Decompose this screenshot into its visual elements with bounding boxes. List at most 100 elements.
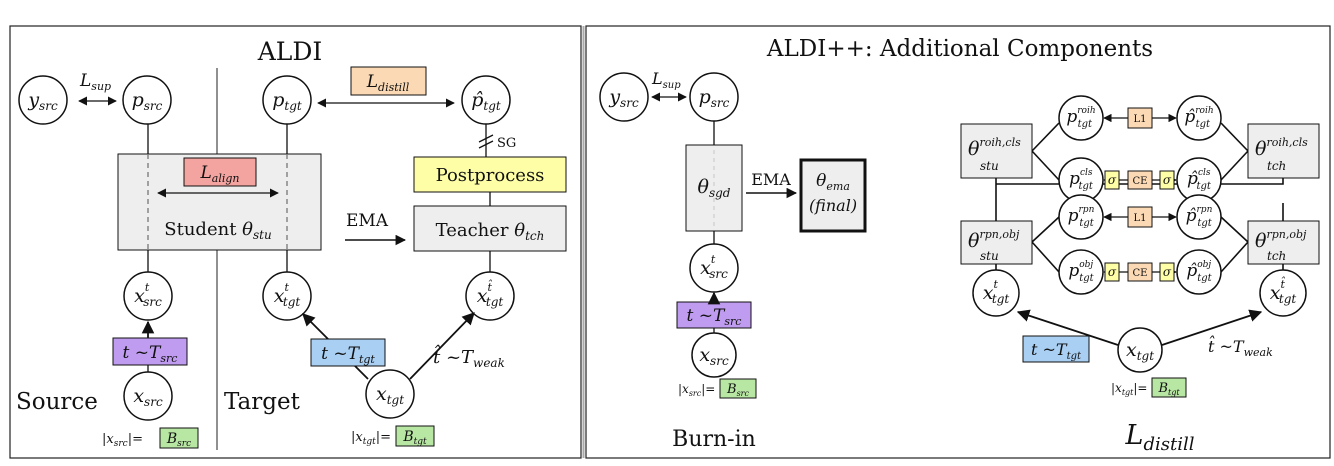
- distill-aug-tgt-box: t ~Ttgt: [1022, 335, 1090, 363]
- svg-text:θrpn,obj: θrpn,obj: [968, 228, 1020, 252]
- node-y-src: ysrc: [18, 75, 68, 125]
- distill-aug-weak-label: t̂ ~Tweak: [1208, 336, 1273, 359]
- svg-text:θroih,cls: θroih,cls: [1255, 136, 1308, 160]
- aug-weak-label: t̂ ~Tweak: [433, 343, 505, 370]
- theta-stu-rpn-box: θrpn,obj stu: [960, 220, 1033, 265]
- svg-text:θrpn,obj: θrpn,obj: [1255, 228, 1307, 252]
- aug-src-box: t ~Tsrc: [112, 337, 188, 366]
- batch-tgt-label: |xtgt|= Btgt: [351, 425, 435, 447]
- svg-text:|xtgt|=: |xtgt|=: [351, 430, 391, 447]
- theta-stu-roih-box: θroih,cls stu: [960, 123, 1033, 179]
- ldistill-loss-box: Ldistill: [350, 66, 427, 96]
- svg-text:θsgd: θsgd: [698, 176, 731, 200]
- svg-text:xt̂tgt: xt̂tgt: [477, 280, 504, 309]
- svg-text:CE: CE: [1133, 176, 1148, 187]
- node-p-hat-tgt: p̂tgt: [461, 75, 511, 125]
- distill-title: Ldistill: [1125, 420, 1195, 455]
- sigma-cls-right: σ: [1159, 170, 1175, 190]
- xtgt-to-xthat-arrow: [409, 312, 475, 380]
- aldipp-panel-frame: [585, 25, 1331, 459]
- distill-node-x-that: xt̂tgt: [1259, 269, 1307, 317]
- sg-label: SG: [497, 136, 516, 151]
- burnin-node-x: xsrc: [691, 332, 737, 378]
- sigma-cls-left: σ: [1104, 170, 1120, 190]
- node-p-src: psrc: [122, 75, 172, 125]
- aldi-panel-frame: [9, 25, 582, 459]
- svg-text:psrc: psrc: [699, 86, 730, 110]
- lsup-label: Lsup: [78, 71, 117, 106]
- burnin-lsup: Lsup: [651, 69, 687, 102]
- svg-text:|xtgt|=: |xtgt|=: [1111, 381, 1147, 397]
- svg-text:σ: σ: [1163, 173, 1172, 187]
- svg-text:xtgt: xtgt: [1126, 339, 1154, 363]
- svg-text:Lsup: Lsup: [79, 71, 111, 93]
- svg-text:L1: L1: [1133, 114, 1146, 125]
- svg-text:|xsrc|=: |xsrc|=: [678, 382, 715, 398]
- teacher-box: Teacher θtch: [413, 205, 567, 252]
- svg-text:Ldistill: Ldistill: [366, 72, 410, 94]
- svg-text:Bsrc: Bsrc: [726, 382, 749, 398]
- ema-label: EMA: [346, 211, 389, 231]
- l1-rpn-box: L1: [1127, 206, 1153, 228]
- svg-text:CE: CE: [1133, 268, 1148, 279]
- sigma-obj-right: σ: [1159, 262, 1175, 282]
- svg-text:t ~Tsrc: t ~Tsrc: [687, 306, 742, 328]
- sg-tick-a: [478, 134, 494, 143]
- svg-text:psrc: psrc: [132, 89, 163, 113]
- ce-cls-box: CE: [1127, 170, 1153, 190]
- svg-text:xsrc: xsrc: [133, 385, 163, 409]
- burnin-node-p: psrc: [689, 72, 739, 122]
- svg-text:σ: σ: [1108, 265, 1117, 279]
- svg-text:|xsrc|=: |xsrc|=: [102, 432, 143, 449]
- l1-roih-box: L1: [1127, 107, 1153, 129]
- svg-text:tch: tch: [1267, 159, 1286, 173]
- sigma-obj-left: σ: [1104, 262, 1120, 282]
- postprocess-box: Postprocess: [413, 156, 567, 193]
- burnin-theta-ema-box: θema (final): [799, 158, 867, 233]
- node-p-tgt: ptgt: [262, 75, 312, 125]
- svg-text:xt̂tgt: xt̂tgt: [1270, 277, 1297, 306]
- distill-node-x: xtgt: [1117, 327, 1163, 373]
- svg-text:Postprocess: Postprocess: [436, 165, 545, 186]
- burnin-batch-label: |xsrc|= Bsrc: [678, 378, 757, 399]
- burnin-theta-sgd-box: θsgd: [685, 144, 743, 232]
- svg-text:ptgt: ptgt: [272, 89, 302, 113]
- aldipp-title: ALDI++: Additional Components: [766, 36, 1153, 62]
- svg-text:Bsrc: Bsrc: [166, 431, 191, 449]
- svg-text:xtgt: xtgt: [376, 383, 404, 407]
- aug-tgt-box: t ~Ttgt: [310, 338, 386, 367]
- svg-text:t ~Ttgt: t ~Ttgt: [321, 344, 375, 366]
- svg-text:Lsup: Lsup: [651, 69, 681, 91]
- svg-text:Teacher θtch: Teacher θtch: [436, 220, 545, 243]
- batch-src-label: |xsrc|= Bsrc: [102, 427, 199, 449]
- burnin-aug-box: t ~Tsrc: [676, 301, 752, 329]
- theta-tch-roih-box: θroih,cls tch: [1247, 123, 1320, 179]
- svg-text:t ~Ttgt: t ~Ttgt: [1031, 340, 1082, 362]
- burnin-node-y: ysrc: [599, 72, 649, 122]
- svg-text:stu: stu: [980, 249, 999, 263]
- aldi-title: ALDI: [257, 37, 323, 66]
- svg-text:stu: stu: [980, 159, 999, 173]
- svg-text:ysrc: ysrc: [27, 89, 58, 113]
- svg-text:p̂tgt: p̂tgt: [471, 89, 501, 113]
- svg-text:σ: σ: [1163, 265, 1172, 279]
- svg-text:xsrc: xsrc: [699, 344, 729, 368]
